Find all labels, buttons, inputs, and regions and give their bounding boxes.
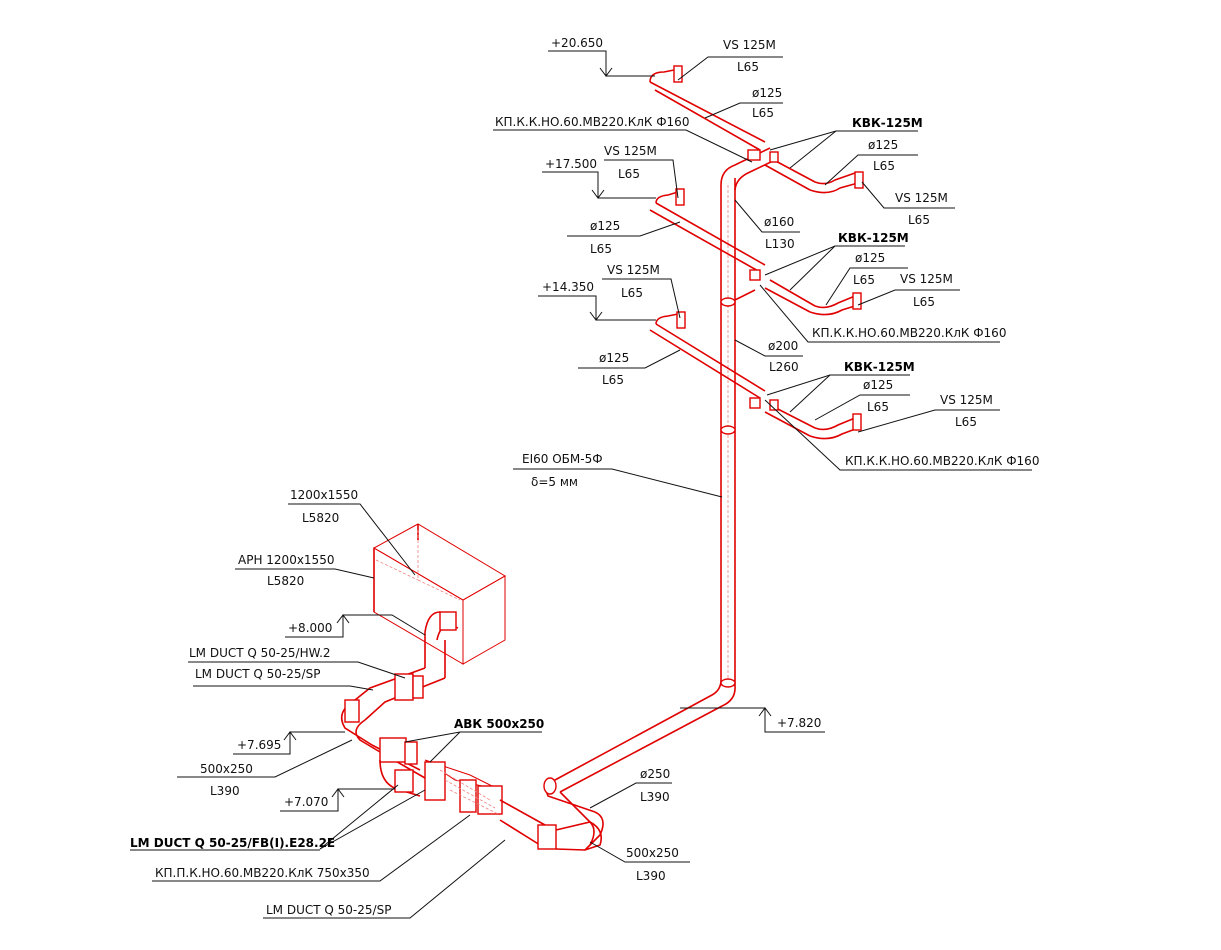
- main-riser: [554, 147, 776, 793]
- diameter-label: ø125: [752, 86, 782, 100]
- elevation-17500: +17.500: [545, 157, 597, 171]
- fire-damper-label: КП.П.К.НО.60.МВ220.КлК 750х350: [155, 866, 370, 880]
- kvk-label-top: КВК-125М: [852, 116, 923, 130]
- diameter-label: ø125: [868, 138, 898, 152]
- length-label: L65: [867, 400, 889, 414]
- length-label: L65: [908, 213, 930, 227]
- diameter-label: ø125: [599, 351, 629, 365]
- length-label: L65: [737, 60, 759, 74]
- leader-lines: [152, 50, 1032, 919]
- avk-label: АВК 500х250: [454, 717, 544, 731]
- label-underlines: [130, 468, 690, 863]
- box-size-label: 1200x1550: [290, 488, 358, 502]
- diameter-label: ø125: [855, 251, 885, 265]
- elevation-14350: +14.350: [542, 280, 594, 294]
- vs-label-mid-left: VS 125M: [604, 144, 657, 158]
- branch-middle: [649, 188, 862, 316]
- aph-size-label: APH 1200x1550: [238, 553, 334, 567]
- vs-label-top-left: VS 125M: [723, 38, 776, 52]
- rect-size-label-left: 500x250: [200, 762, 253, 776]
- valve-label-low: КП.К.К.НО.60.МВ220.КлК Ф160: [845, 454, 1039, 468]
- length-390-round: L390: [640, 790, 670, 804]
- lm-duct-fb-label: LM DUCT Q 50-25/FB(I).E28.2E: [130, 836, 335, 850]
- duct-geometry: [340, 65, 864, 851]
- rect-length-label-right: L390: [636, 869, 666, 883]
- rect-length-label-left: L390: [210, 784, 240, 798]
- elevation-7695: +7.695: [237, 738, 281, 752]
- length-label: L65: [602, 373, 624, 387]
- length-label: L65: [618, 167, 640, 181]
- kvk-label-low: КВК-125М: [844, 360, 915, 374]
- vs-label-mid-right: VS 125M: [900, 272, 953, 286]
- elevation-7070: +7.070: [284, 795, 328, 809]
- elevation-8000: +8.000: [288, 621, 332, 635]
- length-label: L65: [913, 295, 935, 309]
- rect-duct-system: [340, 523, 603, 851]
- length-label: L65: [955, 415, 977, 429]
- text-labels: +20.650 VS 125M L65 ø125 L65 КП.К.К.НО.6…: [130, 36, 1039, 917]
- round-duct-250: [543, 777, 604, 851]
- elevation-20650: +20.650: [551, 36, 603, 50]
- kvk-label-mid: КВК-125М: [838, 231, 909, 245]
- valve-label-mid: КП.К.К.НО.60.МВ220.КлК Ф160: [812, 326, 1006, 340]
- length-130: L130: [765, 237, 795, 251]
- lm-duct-sp-label-top: LM DUCT Q 50-25/SP: [195, 667, 320, 681]
- vs-label-low-left: VS 125M: [607, 263, 660, 277]
- fire-insulation-label: EI60 ОБМ-5Ф: [522, 452, 603, 466]
- diameter-label: ø125: [590, 219, 620, 233]
- length-260: L260: [769, 360, 799, 374]
- length-label: L65: [621, 286, 643, 300]
- rect-size-label-right: 500x250: [626, 846, 679, 860]
- branch-top: [649, 65, 864, 194]
- length-label: L65: [873, 159, 895, 173]
- vs-label-top-right: VS 125M: [895, 191, 948, 205]
- thickness-label: δ=5 мм: [531, 475, 578, 489]
- lm-duct-sp-label-bottom: LM DUCT Q 50-25/SP: [266, 903, 391, 917]
- diameter-160: ø160: [764, 215, 794, 229]
- elevation-7820: +7.820: [777, 716, 821, 730]
- box-length-label: L5820: [302, 511, 339, 525]
- branch-lower: [649, 311, 862, 440]
- lm-duct-hw2-label: LM DUCT Q 50-25/HW.2: [189, 646, 331, 660]
- diameter-250: ø250: [640, 767, 670, 781]
- diameter-200: ø200: [768, 339, 798, 353]
- vs-label-low-right: VS 125M: [940, 393, 993, 407]
- length-label: L65: [853, 273, 875, 287]
- diameter-label: ø125: [863, 378, 893, 392]
- length-label: L65: [590, 242, 612, 256]
- valve-label-top: КП.К.К.НО.60.МВ220.КлК Ф160: [495, 115, 689, 129]
- aph-length-label: L5820: [267, 574, 304, 588]
- length-label: L65: [752, 106, 774, 120]
